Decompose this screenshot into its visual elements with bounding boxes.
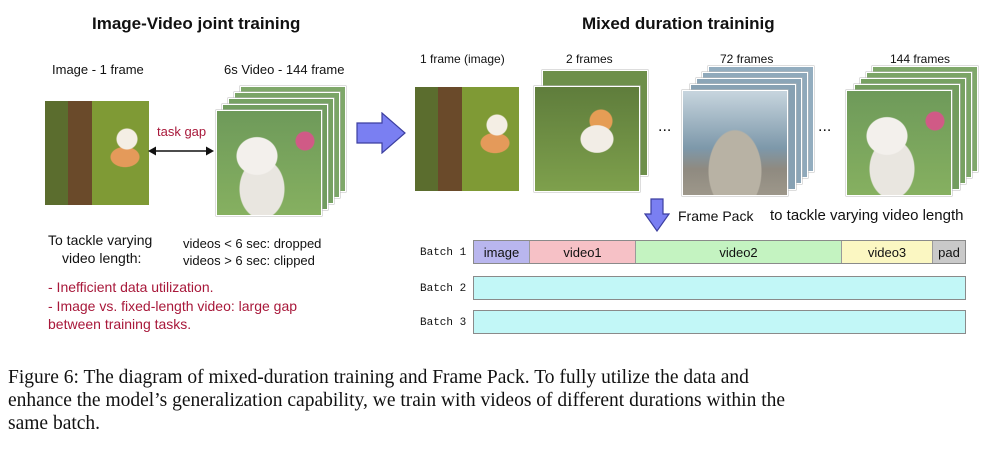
- cat-tree-image: [44, 100, 150, 206]
- ellipsis-1: ...: [658, 118, 672, 135]
- kitten-video-frame-2: [846, 90, 952, 196]
- frame-label-2: 2 frames: [566, 52, 613, 66]
- segment-video3: video3: [842, 241, 933, 263]
- tackle-line2: video length:: [62, 250, 142, 266]
- cat-tree-image-2: [414, 86, 520, 192]
- figure-caption-line1: Figure 6: The diagram of mixed-duration …: [8, 367, 749, 388]
- video-frame-label: 6s Video - 144 frame: [224, 62, 345, 77]
- batch-3-bar: [473, 310, 966, 334]
- batch-3-label: Batch 3: [420, 317, 467, 329]
- issue-3: between training tasks.: [48, 316, 192, 332]
- segment-video1: video1: [530, 241, 636, 263]
- rule-dropped: videos < 6 sec: dropped: [183, 236, 322, 251]
- ellipsis-2: ...: [818, 118, 832, 135]
- image-frame-label: Image - 1 frame: [52, 62, 144, 77]
- frame-pack-desc: to tackle varying video length: [770, 207, 964, 224]
- frame-pack-label: Frame Pack: [678, 208, 754, 224]
- issue-2: - Image vs. fixed-length video: large ga…: [48, 298, 298, 314]
- batch-1-label: Batch 1: [420, 247, 467, 259]
- frame-label-1: 1 frame (image): [420, 52, 505, 66]
- left-panel-title: Image-Video joint training: [92, 14, 301, 33]
- down-arrow-icon: [644, 198, 670, 232]
- segment-image: image: [474, 241, 530, 263]
- segment-pad: pad: [933, 241, 965, 263]
- task-gap-label: task gap: [157, 124, 207, 139]
- figure-caption-line3: same batch.: [8, 413, 101, 434]
- right-arrow-icon: [356, 112, 406, 154]
- tackle-line1: To tackle varying: [48, 232, 153, 248]
- rule-clipped: videos > 6 sec: clipped: [183, 253, 315, 268]
- frame-label-72: 72 frames: [720, 52, 774, 66]
- frame-label-144: 144 frames: [890, 52, 951, 66]
- segment-video2: video2: [636, 241, 842, 263]
- batch-2-label: Batch 2: [420, 283, 467, 295]
- sea-rocks-frame: [682, 90, 788, 196]
- right-panel-title: Mixed duration traininig: [582, 14, 775, 33]
- issue-1: - Inefficient data utilization.: [48, 279, 214, 295]
- kitten-grass-frame: [534, 86, 640, 192]
- figure-caption-line2: enhance the model’s generalization capab…: [8, 390, 786, 411]
- double-arrow-icon: [148, 146, 214, 156]
- batch-1-bar: image video1 video2 video3 pad: [473, 240, 966, 264]
- batch-2-bar: [473, 276, 966, 300]
- kitten-video-frame: [216, 110, 322, 216]
